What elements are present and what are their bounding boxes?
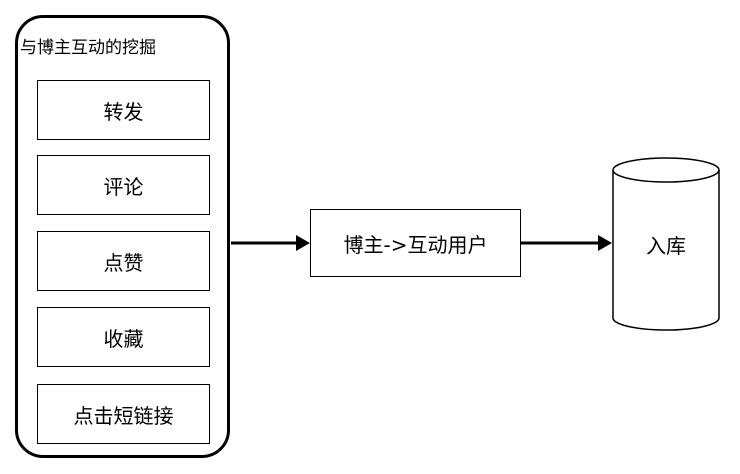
group-title: 与博主互动的挖掘 (20, 38, 156, 58)
arrowhead-group-to-process (296, 235, 310, 251)
arrowhead-process-to-database (598, 235, 612, 251)
node-repost: 转发 (37, 80, 210, 140)
node-comment: 评论 (37, 155, 210, 215)
database-cylinder-icon (612, 157, 720, 331)
node-click-link: 点击短链接 (37, 384, 210, 444)
node-favorite: 收藏 (37, 307, 210, 367)
node-like: 点赞 (37, 231, 210, 291)
process-node: 博主->互动用户 (310, 209, 521, 277)
database-label: 入库 (646, 234, 686, 258)
